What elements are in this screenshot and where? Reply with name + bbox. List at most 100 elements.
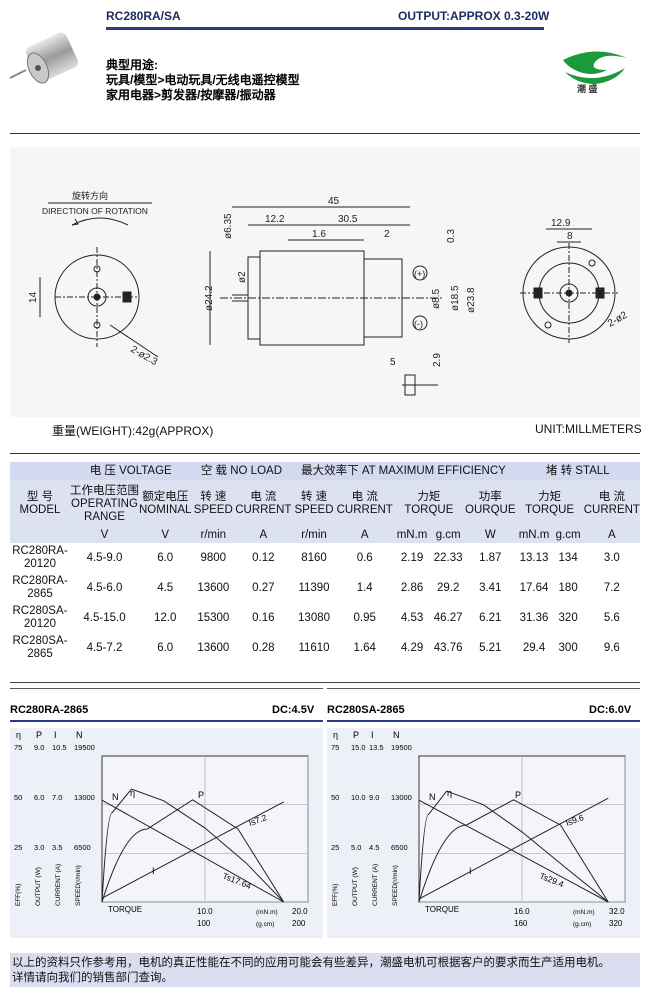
x-tick-label: 100 — [197, 919, 211, 928]
curve-label-p: P — [515, 790, 521, 800]
x-tick-label: 320 — [609, 919, 623, 928]
x-tick-label: 32.0 — [609, 907, 625, 916]
y-axis-title: SPEED(r/min) — [75, 865, 82, 906]
y-tick-label: 6500 — [74, 843, 91, 852]
table-cell: 0.95 — [336, 603, 393, 633]
unit-cell: A — [336, 528, 393, 543]
table-cell: 1.64 — [336, 633, 393, 663]
header-model: 型 号 MODEL — [10, 480, 70, 528]
table-cell: 5.21 — [465, 633, 516, 663]
table-cell: 4.29 — [392, 633, 432, 663]
dim-12-2: 12.2 — [265, 214, 285, 225]
unit-cell: mN.m — [392, 528, 432, 543]
y-tick-label: 25 — [331, 843, 339, 852]
y-tick-label: 25 — [14, 843, 22, 852]
x-unit-label: (mN.m) — [256, 909, 278, 916]
chart-voltage: DC:6.0V — [589, 704, 632, 716]
terminal-minus: (-) — [414, 319, 423, 329]
table-cell: 7.2 — [583, 573, 640, 603]
group-max-eff: 最大效率下 AT MAXIMUM EFFICIENCY — [291, 462, 516, 480]
dim-45: 45 — [328, 196, 340, 207]
axis-header: P — [36, 730, 42, 740]
rotation-cn: 旋转方向 — [72, 190, 108, 201]
y-tick-label: 3.0 — [34, 843, 44, 852]
unit-cell: r/min — [191, 528, 236, 543]
output-range: OUTPUT:APPROX 0.3-20W — [398, 9, 550, 23]
terminal-plus: (+) — [414, 269, 425, 279]
group-stall: 堵 转 STALL — [515, 462, 640, 480]
model-title: RC280RA/SA — [106, 9, 181, 23]
y-tick-label: 9.0 — [34, 743, 44, 752]
header-torque-stall: 力矩 TORQUE — [515, 480, 584, 528]
dim-8: 8 — [567, 231, 573, 242]
company-logo — [563, 51, 627, 84]
usage-line-2: 家用电器>剪发器/按摩器/振动器 — [106, 88, 276, 102]
y-tick-label: 13000 — [391, 793, 412, 802]
table-cell: 12.0 — [139, 603, 192, 633]
curve-label-eta: η — [447, 788, 452, 798]
axis-header: N — [76, 730, 83, 740]
table-cell: 8160 — [291, 543, 337, 573]
series-line-i — [101, 801, 284, 899]
table-cell: 180 — [552, 573, 584, 603]
model-cell: RC280RA- 2865 — [10, 573, 70, 603]
rotation-arrow — [71, 217, 129, 226]
y-tick-label: 9.0 — [369, 793, 379, 802]
y-axis-title: OUTPUT (W) — [35, 867, 42, 906]
y-axis-title: SPEED(r/min) — [392, 865, 399, 906]
y-axis-title: EFF(%) — [332, 884, 339, 906]
y-tick-label: 4.5 — [369, 843, 379, 852]
table-cell: 0.12 — [235, 543, 292, 573]
table-cell: 3.0 — [583, 543, 640, 573]
unit-cell: r/min — [291, 528, 337, 543]
axis-header: η — [16, 730, 21, 740]
header-speed-noload: 转 速 SPEED — [191, 480, 236, 528]
curve-label-i: I — [469, 866, 472, 876]
x-tick-label: 16.0 — [514, 907, 530, 916]
table-cell: 29.4 — [515, 633, 553, 663]
x-unit-label: (g.cm) — [256, 921, 274, 928]
series-line-p — [418, 799, 609, 903]
series-line-i — [418, 797, 609, 900]
y-tick-label: 50 — [331, 793, 339, 802]
table-cell: 43.76 — [431, 633, 466, 663]
y-tick-label: 75 — [331, 743, 339, 752]
header-current-stall: 电 流 CURRENT — [583, 480, 640, 528]
curve-label-eta: η — [130, 788, 135, 798]
model-cell: RC280RA- 20120 — [10, 543, 70, 573]
drawing-area — [10, 147, 640, 417]
curve-label-p: P — [198, 790, 204, 800]
chart-underline — [10, 720, 323, 722]
unit-cell: A — [235, 528, 292, 543]
chart-title: RC280RA-2865 — [10, 704, 89, 716]
table-cell: 6.0 — [139, 543, 192, 573]
table-cell: 13.13 — [515, 543, 553, 573]
table-cell: 13600 — [191, 573, 236, 603]
y-tick-label: 3.5 — [52, 843, 62, 852]
unit-cell: V — [139, 528, 192, 543]
y-axis-title: CURRENT (A) — [372, 864, 379, 906]
y-tick-label: 6500 — [391, 843, 408, 852]
table-cell: 9800 — [191, 543, 236, 573]
table-cell: 1.87 — [465, 543, 516, 573]
table-cell: 0.27 — [235, 573, 292, 603]
y-tick-label: 7.0 — [52, 793, 62, 802]
header-current-noload: 电 流 CURRENT — [235, 480, 292, 528]
y-axis-title: EFF(%) — [15, 884, 22, 906]
dim-2-2: 2-ø2 — [606, 310, 630, 330]
y-axis-title: OUTPUT (W) — [352, 867, 359, 906]
dim-24-2: ø24.2 — [204, 285, 215, 311]
table-cell: 11610 — [291, 633, 337, 663]
unit-label: UNIT:MILLMETERS — [535, 422, 642, 436]
table-cell: 0.28 — [235, 633, 292, 663]
header-torque-eff: 力矩 TORQUE — [392, 480, 466, 528]
curve-label-n: N — [429, 792, 436, 802]
dim-1-6: 1.6 — [312, 229, 326, 240]
table-cell: 46.27 — [431, 603, 466, 633]
divider — [10, 133, 640, 134]
y-tick-label: 6.0 — [34, 793, 44, 802]
dim-18-5: ø18.5 — [450, 285, 461, 311]
